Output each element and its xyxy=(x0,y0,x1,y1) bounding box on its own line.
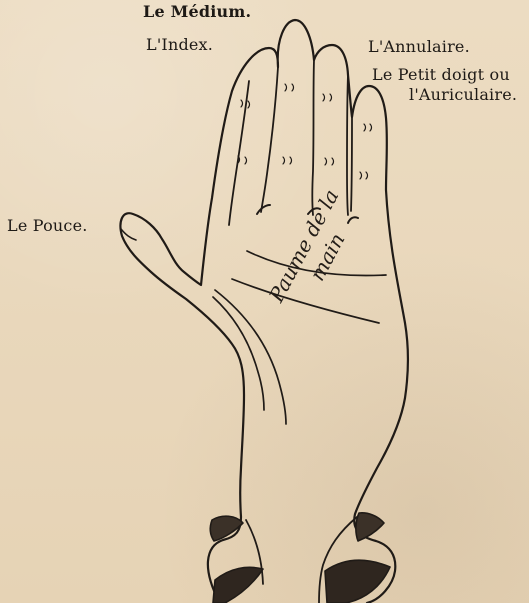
index-inner-line xyxy=(229,81,249,225)
label-medium: Le Médium. xyxy=(143,4,251,21)
label-petit-doigt-line2: l'Auriculaire. xyxy=(409,87,517,104)
cuff-bottom-left xyxy=(213,567,263,603)
ring-inner-line-left xyxy=(347,75,348,215)
finger-base-notch-1 xyxy=(257,205,270,214)
label-index: L'Index. xyxy=(146,37,213,54)
middle-inner-line-right xyxy=(312,60,314,215)
label-pouce: Le Pouce. xyxy=(7,218,88,235)
middle-inner-line-left xyxy=(261,67,278,212)
finger-base-notch-2 xyxy=(308,208,320,214)
cuff-right xyxy=(356,513,384,541)
palm-crease-heart xyxy=(247,251,386,276)
finger-base-notch-3 xyxy=(348,217,358,223)
little-inner-line xyxy=(351,117,352,211)
cuff-left xyxy=(210,516,243,541)
palm-crease-head xyxy=(232,279,379,323)
label-petit-doigt-line1: Le Petit doigt ou xyxy=(372,67,510,84)
label-annulaire: L'Annulaire. xyxy=(368,39,470,56)
